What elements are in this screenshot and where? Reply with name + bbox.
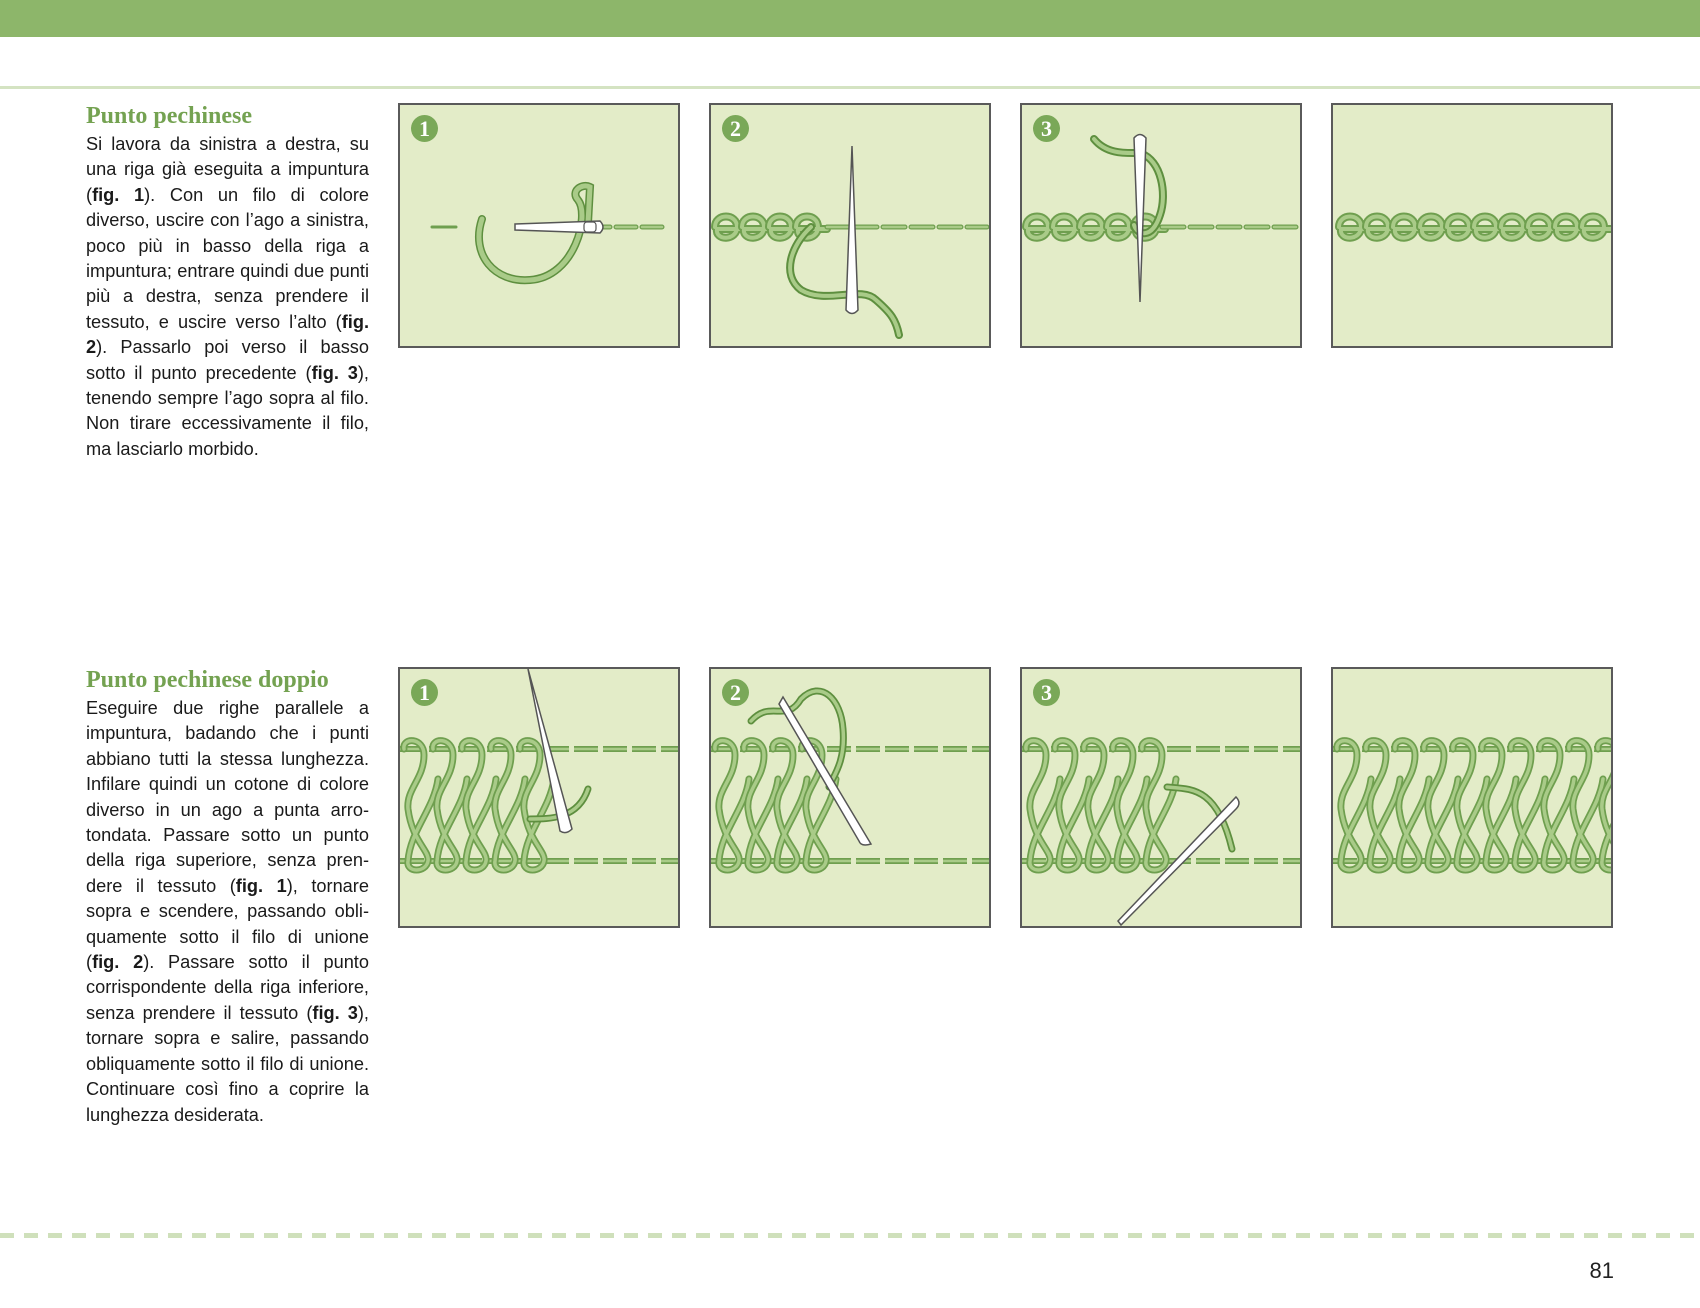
figure-4 — [1331, 667, 1613, 928]
figure-number-badge: 2 — [722, 115, 749, 142]
section-text: Si lavora da sinistra a destra, su una r… — [86, 134, 369, 459]
figure-1: 1 — [398, 103, 680, 348]
figure-number-badge: 1 — [411, 679, 438, 706]
figure-number-badge: 2 — [722, 679, 749, 706]
figure-3: 3 — [1020, 667, 1302, 928]
top-color-band — [0, 0, 1700, 37]
figure-number-badge: 3 — [1033, 679, 1060, 706]
figure-2: 2 — [709, 103, 991, 348]
section-text: Eseguire due righe parallele a impuntura… — [86, 698, 369, 1125]
header-rule — [0, 86, 1700, 89]
needle-icon — [1117, 795, 1240, 926]
needle-icon — [514, 220, 604, 234]
needle-icon — [845, 145, 859, 315]
page-number: 81 — [1589, 1258, 1614, 1283]
needle-icon — [778, 695, 873, 846]
figure-3: 3 — [1020, 103, 1302, 348]
section-title: Punto pechinese — [86, 103, 253, 129]
needle-icon — [1133, 133, 1147, 303]
figure-number-badge: 1 — [411, 115, 438, 142]
figure-number-badge: 3 — [1033, 115, 1060, 142]
section-title: Punto pechinese doppio — [86, 667, 329, 693]
figure-1: 1 — [398, 667, 680, 928]
footer-dashed-rule — [0, 1233, 1700, 1238]
needle-icon — [527, 669, 573, 834]
figure-4 — [1331, 103, 1613, 348]
figure-2: 2 — [709, 667, 991, 928]
